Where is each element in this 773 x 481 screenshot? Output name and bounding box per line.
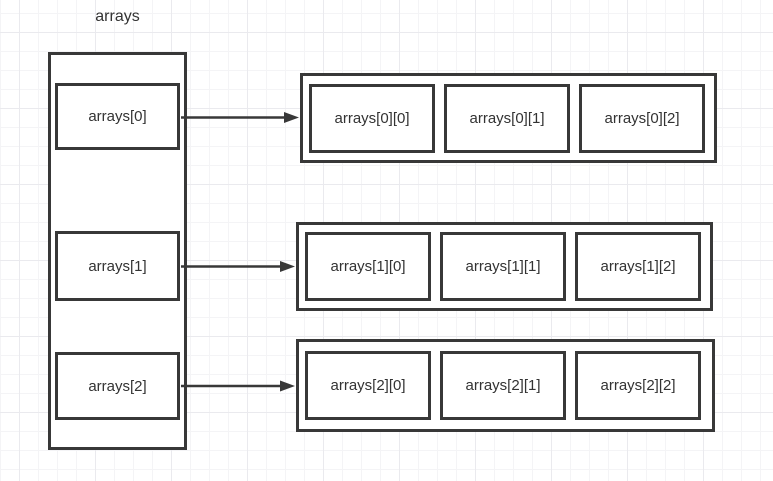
inner-array-container-2[interactable]: arrays[2][0] arrays[2][1] arrays[2][2] xyxy=(296,339,715,432)
arrow-connector-0[interactable] xyxy=(181,112,299,123)
inner-array-container-0[interactable]: arrays[0][0] arrays[0][1] arrays[0][2] xyxy=(300,73,717,163)
array-element-label: arrays[2][0] xyxy=(330,377,406,394)
array-element-cell[interactable]: arrays[2][1] xyxy=(440,351,566,420)
array-pointer-cell[interactable]: arrays[2] xyxy=(55,352,180,420)
array-element-cell[interactable]: arrays[0][0] xyxy=(309,83,435,153)
arrowhead-icon xyxy=(284,112,299,123)
array-element-cell[interactable]: arrays[0][2] xyxy=(579,83,705,153)
array-pointer-label: arrays[1] xyxy=(88,257,147,275)
array-element-label: arrays[0][0] xyxy=(334,109,410,127)
array-pointer-cell[interactable]: arrays[1] xyxy=(55,231,180,301)
inner-array-container-1[interactable]: arrays[1][0] arrays[1][1] arrays[1][2] xyxy=(296,222,713,311)
array-element-label: arrays[0][1] xyxy=(469,109,545,127)
array-element-cell[interactable]: arrays[1][1] xyxy=(440,232,566,301)
array-element-cell[interactable]: arrays[0][1] xyxy=(444,83,570,153)
array-element-cell[interactable]: arrays[1][0] xyxy=(305,232,431,301)
arrowhead-icon xyxy=(280,261,295,272)
array-pointer-label: arrays[0] xyxy=(88,108,147,125)
array-pointer-label: arrays[2] xyxy=(88,377,147,395)
arrowhead-icon xyxy=(280,380,295,392)
array-element-cell[interactable]: arrays[2][2] xyxy=(575,351,701,420)
array-pointer-cell[interactable]: arrays[0] xyxy=(55,83,180,150)
array-element-label: arrays[0][2] xyxy=(604,109,680,127)
arrow-connector-1[interactable] xyxy=(181,261,295,272)
array-element-label: arrays[1][1] xyxy=(465,258,541,275)
array-element-label: arrays[2][2] xyxy=(600,377,676,394)
array-element-cell[interactable]: arrays[1][2] xyxy=(575,232,701,301)
array-element-label: arrays[2][1] xyxy=(465,377,541,394)
array-element-label: arrays[1][2] xyxy=(600,258,676,275)
arrow-connector-2[interactable] xyxy=(181,380,295,392)
outer-array-label[interactable]: arrays xyxy=(95,8,140,25)
array-element-cell[interactable]: arrays[2][0] xyxy=(305,351,431,420)
array-element-label: arrays[1][0] xyxy=(330,258,406,275)
outer-array-container[interactable]: arrays[0] arrays[1] arrays[2] xyxy=(48,52,187,450)
